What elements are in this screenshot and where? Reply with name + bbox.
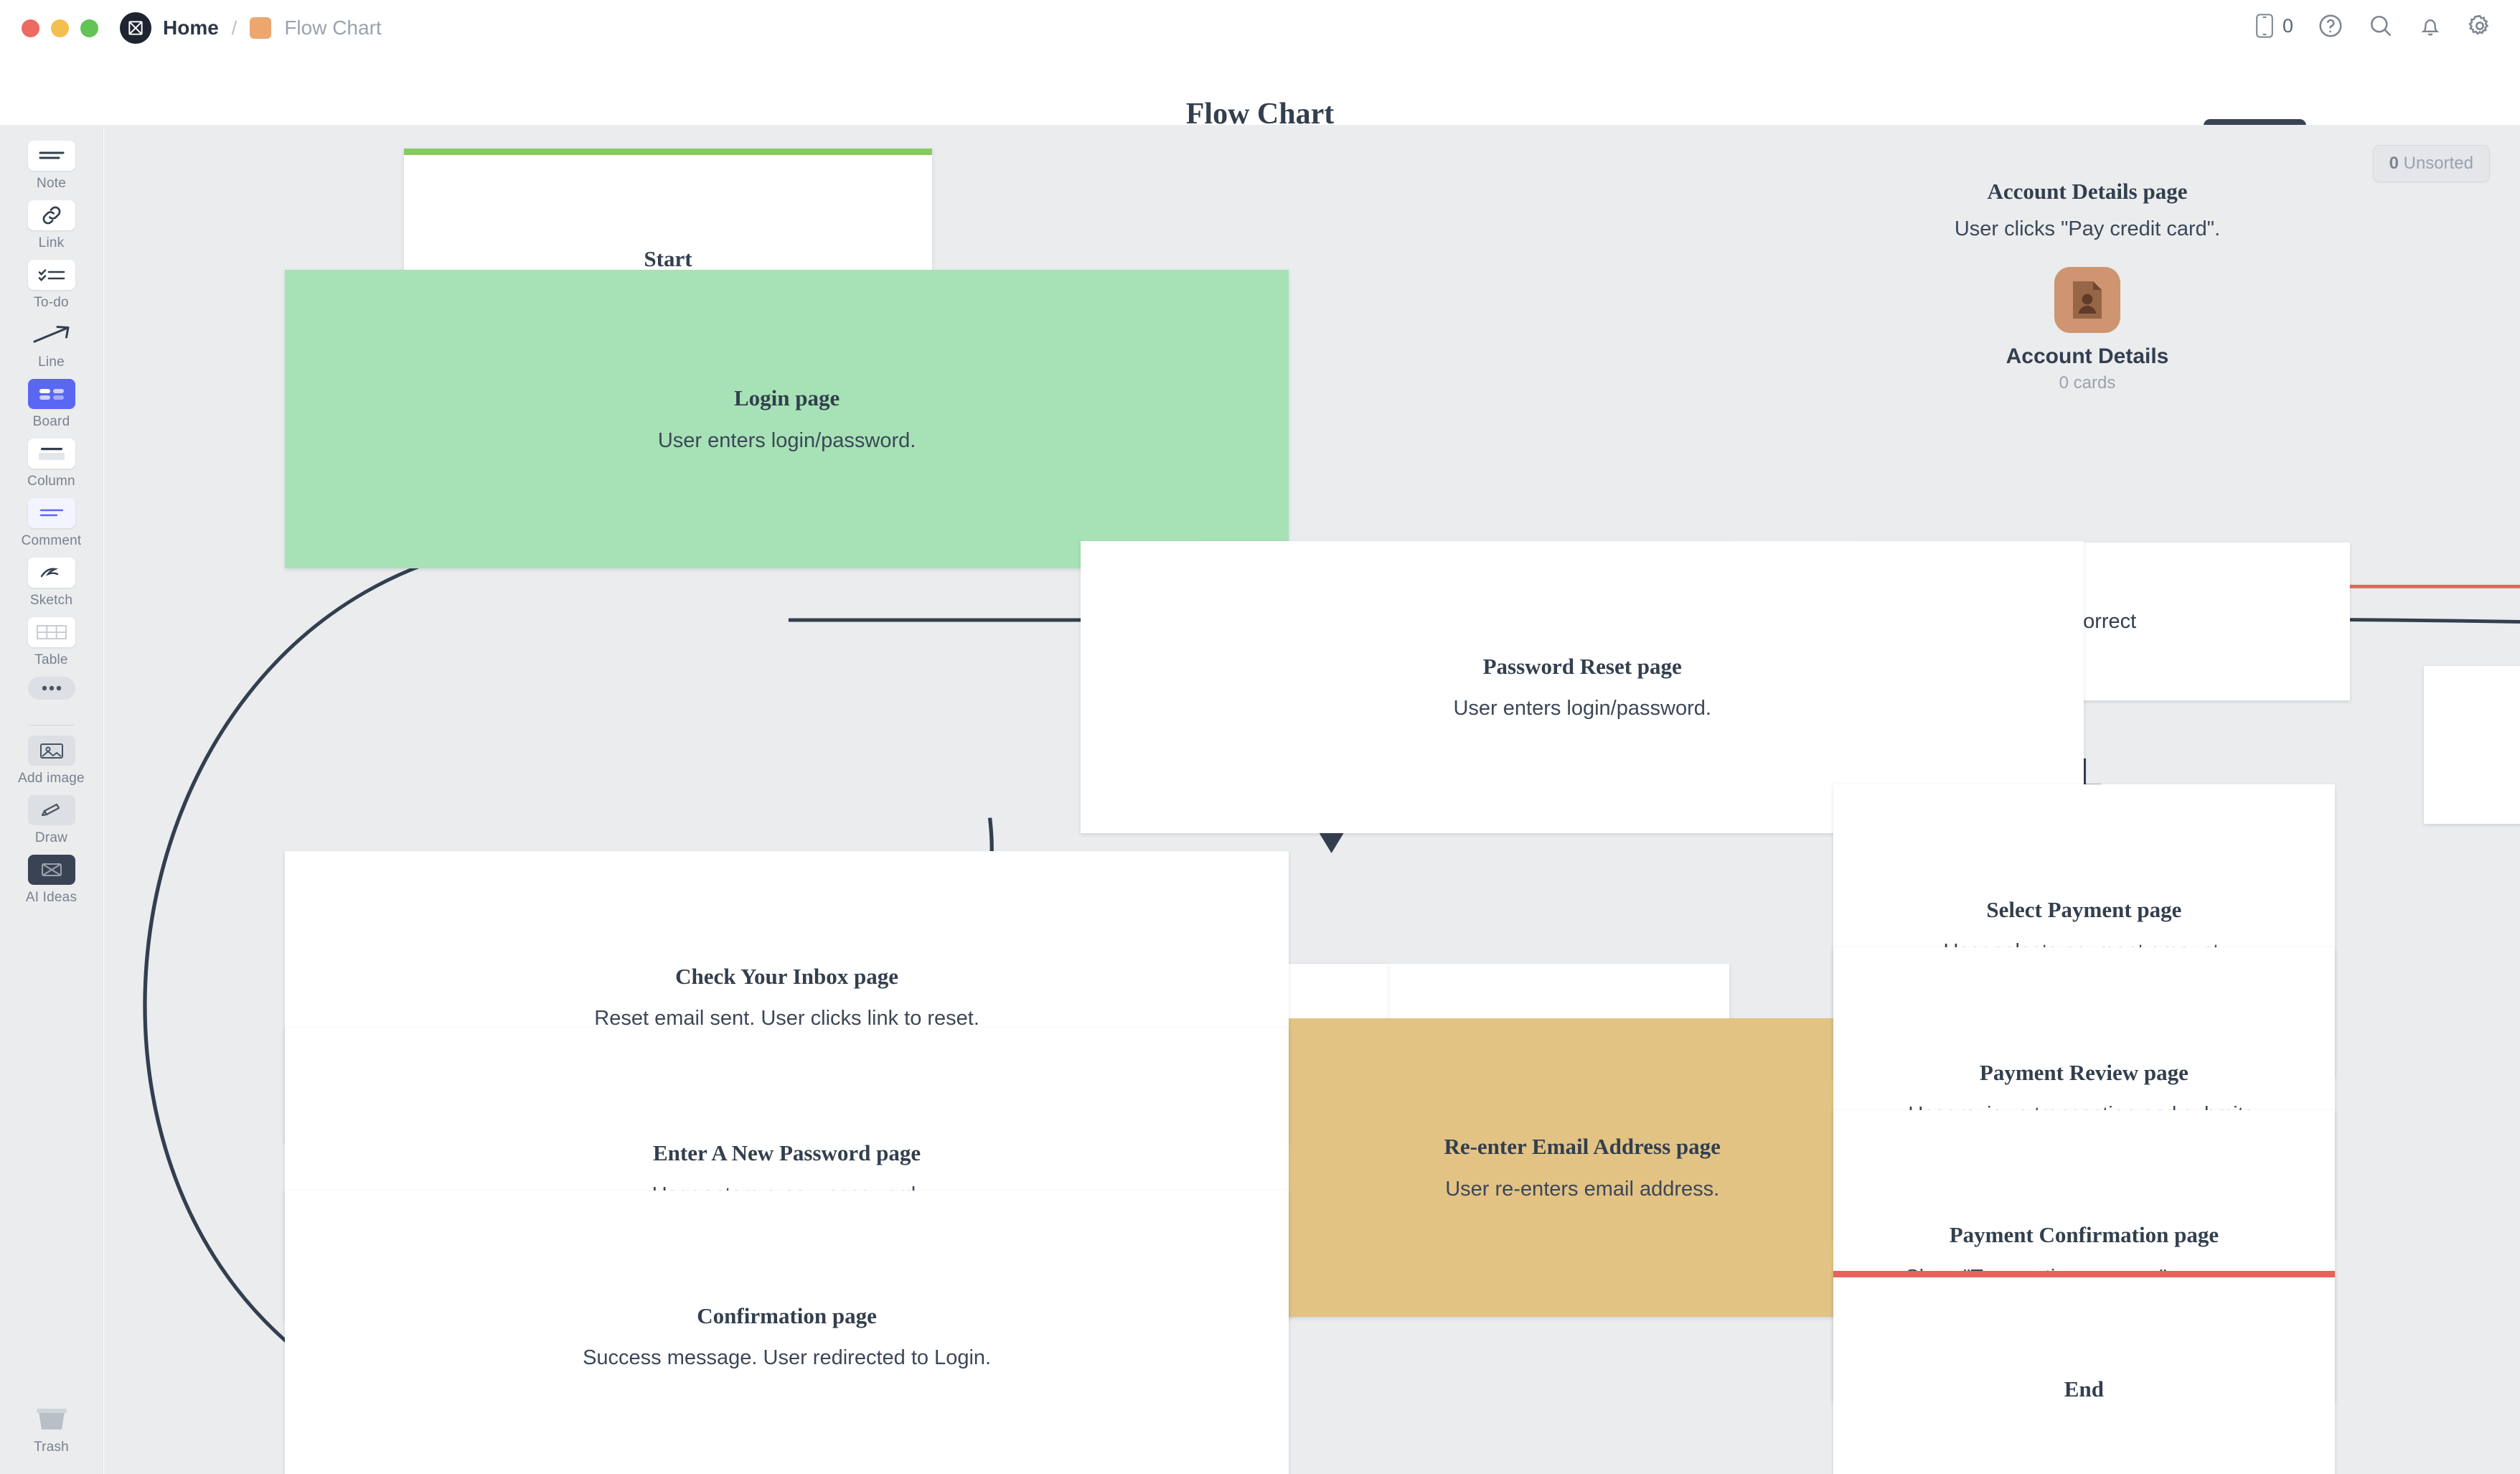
topbar-icon-group: 0 — [2254, 13, 2493, 39]
table-icon — [27, 617, 75, 647]
sidebar-label: Note — [37, 176, 66, 191]
breadcrumb-current[interactable]: Flow Chart — [284, 17, 382, 39]
unsorted-count: 0 — [2389, 154, 2399, 173]
node-title: Login page — [733, 385, 840, 411]
sidebar-label: Link — [38, 235, 65, 250]
sidebar-item-ai-ideas[interactable]: AI Ideas — [0, 855, 103, 906]
node-subtitle: User re-enters email address. — [1445, 1177, 1720, 1201]
node-title: End — [2064, 1376, 2104, 1402]
trash-icon — [28, 1404, 75, 1435]
breadcrumb-home[interactable]: Home — [163, 17, 219, 39]
board-name: Account Details — [2006, 344, 2169, 369]
node-title: Payment Confirmation page — [1949, 1222, 2219, 1248]
sidebar-label: Draw — [34, 830, 68, 845]
breadcrumb-separator: / — [231, 17, 238, 39]
sidebar-label: Trash — [34, 1440, 69, 1455]
help-icon[interactable] — [2318, 13, 2343, 39]
status-bar-green — [404, 148, 932, 155]
close-window-button[interactable] — [22, 19, 39, 37]
sidebar-item-comment[interactable]: Comment — [0, 498, 103, 549]
sidebar-divider — [28, 725, 75, 726]
sidebar-item-note[interactable]: Note — [0, 141, 103, 192]
sidebar-item-line[interactable]: Line — [0, 319, 103, 370]
board-color-swatch-icon — [250, 17, 272, 39]
sidebar-label: Line — [38, 355, 65, 370]
page-title: Flow Chart — [1185, 98, 1335, 131]
sidebar-label: Table — [34, 652, 68, 667]
sidebar-item-todo[interactable]: To-do — [0, 260, 103, 311]
board-icon — [27, 379, 75, 409]
node-title: Confirmation page — [697, 1302, 877, 1328]
node-title: Enter A New Password page — [653, 1140, 921, 1165]
sidebar-item-draw[interactable]: Draw — [0, 795, 103, 846]
mobile-icon[interactable]: 0 — [2254, 13, 2293, 39]
node-subtitle: User enters login/password. — [657, 428, 916, 452]
draw-pencil-icon — [27, 795, 75, 825]
minimize-window-button[interactable] — [51, 19, 69, 37]
sidebar-item-more[interactable] — [0, 677, 103, 705]
sidebar-item-link[interactable]: Link — [0, 200, 103, 251]
sidebar-label: Column — [27, 474, 75, 489]
mobile-count-label: 0 — [2282, 14, 2293, 37]
sidebar-label: Board — [32, 414, 70, 429]
maximize-window-button[interactable] — [80, 19, 98, 37]
node-title: Password Reset page — [1482, 653, 1682, 679]
node-title: Check Your Inbox page — [675, 964, 899, 990]
sidebar-item-table[interactable]: Table — [0, 617, 103, 668]
column-icon — [27, 438, 75, 469]
board-card-count: 0 cards — [2059, 373, 2116, 393]
node-subtitle: User enters login/password. — [1453, 696, 1711, 720]
sidebar-label: Comment — [21, 533, 82, 548]
sidebar-item-board[interactable]: Board — [0, 379, 103, 430]
sidebar-label: Add image — [18, 771, 85, 786]
line-arrow-icon — [28, 319, 75, 349]
flow-node-password-reset-page[interactable]: Password Reset page User enters login/pa… — [1081, 540, 2084, 833]
sidebar-label: To-do — [34, 295, 69, 310]
settings-gear-icon[interactable] — [2467, 13, 2493, 39]
node-subtitle: Success message. User redirected to Logi… — [583, 1346, 992, 1369]
flow-node-login-page[interactable]: Login page User enters login/password. — [285, 270, 1289, 568]
flow-node-sh-partial[interactable]: Sh — [2424, 665, 2520, 825]
node-title: Payment Review page — [1979, 1059, 2188, 1085]
unsorted-badge[interactable]: 0 Unsorted — [2372, 145, 2490, 182]
board-canvas[interactable]: 0 Unsorted — [104, 125, 2520, 1474]
unsorted-label: Unsorted — [2403, 154, 2473, 173]
comment-icon — [27, 498, 75, 528]
sketch-icon — [27, 558, 75, 588]
node-title: Start — [644, 245, 692, 271]
sidebar-item-column[interactable]: Column — [0, 438, 103, 489]
node-title: Select Payment page — [1986, 896, 2182, 922]
note-icon — [27, 141, 75, 171]
flow-node-account-details-board[interactable]: Account Details page User clicks "Pay cr… — [1675, 179, 2500, 393]
sidebar-label: AI Ideas — [25, 890, 77, 905]
node-title: Account Details page — [1987, 179, 2188, 205]
milanote-logo-icon[interactable] — [120, 12, 151, 44]
add-image-icon — [27, 736, 75, 766]
sidebar-item-sketch[interactable]: Sketch — [0, 558, 103, 609]
ai-ideas-icon — [27, 855, 75, 885]
sidebar-item-add-image[interactable]: Add image — [0, 736, 103, 787]
account-details-board-icon[interactable] — [2054, 267, 2120, 334]
todo-icon — [27, 260, 75, 290]
more-dots-icon — [27, 677, 75, 700]
sidebar-label: Sketch — [29, 593, 73, 608]
page-header: Flow Chart Share Export View — [0, 56, 2520, 161]
tools-sidebar: Note Link To-do — [0, 125, 103, 1474]
sidebar-item-trash[interactable]: Trash — [0, 1404, 103, 1455]
window-controls[interactable] — [22, 19, 98, 37]
node-title: Re-enter Email Address page — [1444, 1134, 1721, 1160]
link-icon — [27, 200, 75, 230]
status-bar-red — [1833, 1271, 2335, 1278]
node-subtitle: User clicks "Pay credit card". — [1954, 217, 2221, 241]
notifications-bell-icon[interactable] — [2418, 13, 2443, 39]
flow-node-end[interactable]: End — [1833, 1271, 2335, 1474]
search-icon[interactable] — [2368, 13, 2394, 39]
window-titlebar: Home / Flow Chart 0 — [0, 0, 2520, 56]
node-subtitle: Reset email sent. User clicks link to re… — [594, 1007, 979, 1031]
flow-node-confirmation-page[interactable]: Confirmation page Success message. User … — [285, 1191, 1289, 1474]
